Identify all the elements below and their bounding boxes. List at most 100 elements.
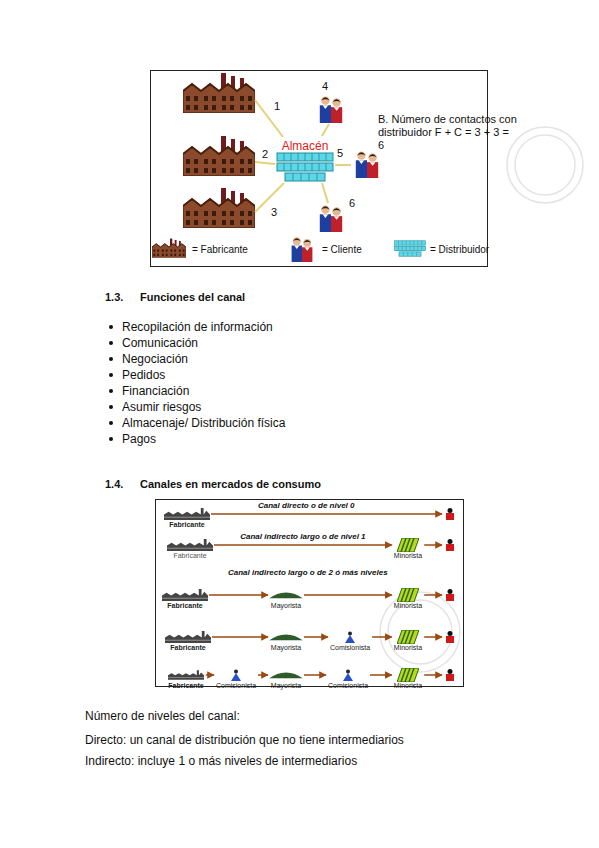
channel-actor: Comisionista: [215, 668, 257, 690]
paragraph-text: Indirecto: incluye 1 o más niveles de in…: [85, 754, 357, 768]
actor-caption: Fabricante: [170, 644, 205, 652]
section-heading: Funciones del canal: [140, 291, 245, 304]
bullet: [109, 325, 113, 441]
actor-caption: Comisionista: [330, 644, 370, 652]
distributor-box: Almacén: [276, 136, 334, 182]
channel-arrow: [304, 674, 326, 676]
factory-icon: [183, 136, 255, 176]
legend-text: = Cliente: [322, 244, 362, 255]
figure-frame: [151, 71, 488, 267]
factory-icon: [183, 73, 255, 113]
section-number: 1.4.: [105, 478, 123, 491]
callout-number: 3: [271, 206, 277, 219]
actor-caption: Minorista: [394, 682, 422, 690]
paragraph-text: Número de niveles del canal:: [85, 709, 240, 723]
consumer-arrow: [424, 594, 442, 596]
figure-part: [109, 437, 113, 441]
channel-actor: Fabricante: [165, 630, 211, 652]
channel-actor: Fabricante: [164, 507, 210, 529]
figure-part: [255, 183, 284, 212]
client-icon: [356, 151, 378, 178]
legend-client-icon: [292, 237, 313, 262]
actor-icon: [168, 670, 204, 679]
actor-icon: [162, 589, 208, 601]
figure-part: [322, 124, 329, 136]
channel-actor: Minorista: [393, 668, 423, 690]
legend-text: = Fabricante: [192, 244, 248, 255]
channel-actor: Comisionista: [329, 630, 371, 652]
list-item: Pedidos: [122, 368, 165, 382]
actor-caption: Comisionista: [216, 682, 256, 690]
channel-actor: Fabricante: [167, 538, 213, 560]
actor-icon: [167, 539, 213, 551]
figure-part: [380, 592, 460, 672]
channel-actor: Mayorista: [269, 668, 303, 690]
list-item: Asumir riesgos: [122, 400, 201, 414]
callout-number: 2: [262, 148, 268, 161]
actor-caption: Fabricante: [167, 602, 202, 610]
actor-icon: [397, 588, 419, 602]
figure-part: [109, 421, 113, 425]
figure-part: [109, 373, 113, 377]
actor-caption: Minorista: [394, 552, 422, 560]
actor-caption: Fabricante: [168, 682, 203, 690]
consumer-arrow: [211, 513, 442, 515]
actor-icon: [165, 631, 211, 643]
callout-number: 1: [274, 100, 280, 113]
callout-number: 6: [349, 197, 355, 210]
distributor-icon: [277, 153, 333, 181]
consumer-arrow: [424, 674, 442, 676]
consumer-icon: [446, 631, 454, 643]
channel-actor: Minorista: [393, 630, 423, 652]
channel-arrow: [304, 636, 328, 638]
legend-distributor-icon: [395, 241, 426, 256]
contact-line: [255, 100, 351, 212]
channel-arrow: [258, 674, 268, 676]
actor-icon: [269, 673, 303, 679]
figure-part: [507, 127, 583, 203]
figure-frame: [156, 500, 464, 687]
consumer-icon: [446, 669, 454, 681]
channel-actor: Minorista: [393, 538, 423, 560]
figure-part: [255, 162, 275, 164]
channel-actor: Fabricante: [162, 588, 208, 610]
channel-actor: Fabricante: [167, 668, 204, 690]
actor-icon: [231, 670, 241, 682]
channel-label: Canal directo o de nivel 0: [258, 501, 354, 511]
channel-arrow: [372, 636, 392, 638]
channel-actor: Minorista: [393, 588, 423, 610]
figure-part: [515, 135, 575, 195]
list-item: Comunicación: [122, 336, 198, 350]
actor-icon: [164, 508, 210, 520]
channel-actor: Mayorista: [269, 588, 303, 610]
channel-arrow: [209, 594, 268, 596]
callout-number: 4: [322, 80, 328, 93]
client-icon: [320, 205, 342, 232]
consumer-icon: [446, 508, 454, 520]
factory-icon: [183, 188, 255, 228]
consumer-icon: [446, 589, 454, 601]
actor-icons: [162, 508, 419, 682]
actor-icon: [269, 593, 303, 599]
actor-icon: [397, 630, 419, 644]
section-heading: Canales en mercados de consumo: [140, 478, 321, 491]
actor-icon: [397, 668, 419, 682]
figure-part: [109, 389, 113, 393]
list-item: Almacenaje/ Distribución física: [122, 416, 285, 430]
consumer-arrow: [424, 544, 442, 546]
channel-arrow: [304, 594, 392, 596]
client-icon: [320, 96, 342, 123]
figure-part: [109, 341, 113, 345]
note-text: B. Número de contactos con distribuidor …: [378, 113, 518, 152]
callout-number: 5: [337, 147, 343, 160]
section-number: 1.3.: [105, 291, 123, 304]
channel-arrow: [214, 544, 392, 546]
actor-caption: Mayorista: [271, 644, 301, 652]
warehouse-title: Almacén: [282, 140, 329, 154]
legend-text: = Distribuidor: [430, 244, 489, 255]
list-item: Recopilación de información: [122, 320, 273, 334]
channel-label: Canal indirecto largo o de nivel 1: [238, 532, 367, 542]
actor-caption: Comisionista: [328, 682, 368, 690]
